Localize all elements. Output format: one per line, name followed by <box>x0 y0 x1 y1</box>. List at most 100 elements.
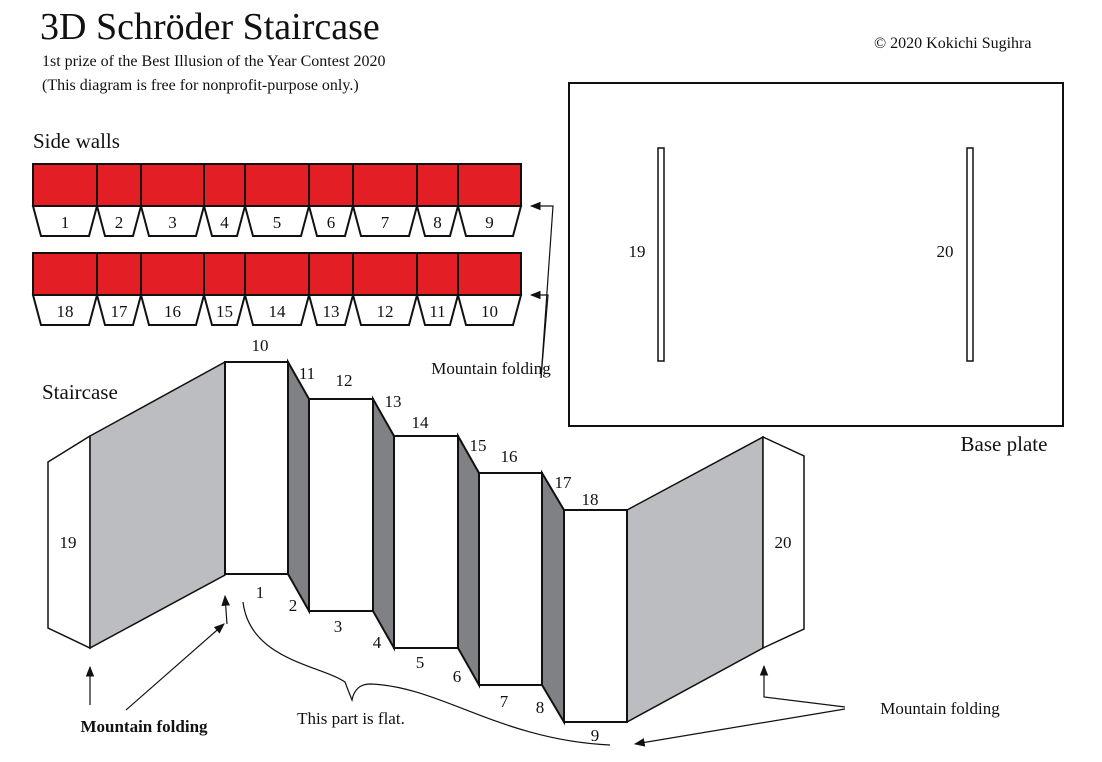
riser-3 <box>457 432 480 689</box>
top-tab-label-6: 6 <box>327 213 336 232</box>
riser-4 <box>541 469 565 726</box>
top-tab-label-2: 2 <box>115 213 124 232</box>
stair-label-top-11: 11 <box>299 364 315 383</box>
stair-label-bottom-8: 8 <box>536 698 545 717</box>
stair-label-bottom-7: 7 <box>500 692 509 711</box>
bottom-tab-13 <box>307 294 355 326</box>
bottom-wall-16 <box>140 252 205 296</box>
side-walls-heading: Side walls <box>33 129 120 153</box>
bottom-wall-18 <box>32 252 98 296</box>
bottom-wall-14 <box>244 252 310 296</box>
bottom-tab-label-12: 12 <box>377 302 394 321</box>
tread-2 <box>308 398 374 612</box>
stair-label-top-13: 13 <box>385 392 402 411</box>
top-tab-label-1: 1 <box>61 213 70 232</box>
staircase-fold-note-left: Mountain folding <box>80 717 208 736</box>
bottom-tab-16 <box>139 294 206 326</box>
tread-4 <box>478 472 543 686</box>
bottom-tab-12 <box>351 294 419 326</box>
stair-label-bottom-4: 4 <box>373 633 382 652</box>
bottom-wall-15 <box>203 252 246 296</box>
stair-label-top-12: 12 <box>336 371 353 390</box>
top-tab-4 <box>202 205 247 237</box>
top-tab-3 <box>139 205 206 237</box>
top-tab-label-7: 7 <box>381 213 390 232</box>
slot-label-20: 20 <box>937 242 954 261</box>
tread-5 <box>563 509 628 723</box>
fold-arrow-top-strip <box>529 201 554 379</box>
bottom-tab-17 <box>95 294 143 326</box>
staircase-fold-note-right: Mountain folding <box>880 699 1000 718</box>
stair-label-top-16: 16 <box>501 447 518 466</box>
bottom-tab-label-15: 15 <box>216 302 233 321</box>
bottom-wall-17 <box>96 252 142 296</box>
base-plate-caption: Base plate <box>961 432 1048 456</box>
top-wall-4 <box>203 163 246 207</box>
bottom-wall-12 <box>352 252 418 296</box>
bottom-tab-label-11: 11 <box>429 302 445 321</box>
base-plate-slot-right <box>966 147 974 362</box>
flat-part-brace <box>242 601 611 746</box>
bottom-tab-15 <box>202 294 247 326</box>
top-tab-label-4: 4 <box>220 213 229 232</box>
stair-label-bottom-3: 3 <box>334 617 343 636</box>
fold-arrow-step-left-tip <box>221 594 231 625</box>
bottom-wall-13 <box>308 252 354 296</box>
bottom-tab-label-16: 16 <box>164 302 181 321</box>
page-title: 3D Schröder Staircase <box>40 6 380 48</box>
riser-1 <box>287 358 310 615</box>
top-wall-2 <box>96 163 142 207</box>
wing-right <box>626 435 764 724</box>
top-tab-6 <box>307 205 355 237</box>
copyright-notice: © 2020 Kokichi Sugihra <box>874 35 1032 52</box>
usage-note: (This diagram is free for nonprofit-purp… <box>42 77 359 94</box>
top-wall-8 <box>416 163 459 207</box>
fold-arrow-end-right <box>759 664 846 708</box>
bottom-tab-label-18: 18 <box>57 302 74 321</box>
bottom-tab-10 <box>456 294 523 326</box>
stair-label-bottom-9: 9 <box>591 726 600 745</box>
flat-part-note: This part is flat. <box>297 709 405 728</box>
top-wall-9 <box>457 163 522 207</box>
tread-3 <box>393 435 459 649</box>
base-plate-slot-left <box>657 147 665 362</box>
bottom-tab-14 <box>243 294 311 326</box>
top-tab-label-5: 5 <box>273 213 282 232</box>
bottom-tab-label-13: 13 <box>323 302 340 321</box>
page-subtitle: 1st prize of the Best Illusion of the Ye… <box>42 53 386 70</box>
end-label-20: 20 <box>775 533 792 552</box>
fold-arrow-step-left <box>125 623 225 711</box>
top-tab-9 <box>456 205 523 237</box>
top-wall-1 <box>32 163 98 207</box>
stair-label-top-14: 14 <box>412 413 430 432</box>
riser-2 <box>372 395 395 652</box>
end-label-19: 19 <box>60 533 77 552</box>
top-tab-2 <box>95 205 143 237</box>
side-walls-fold-note: Mountain folding <box>431 359 551 378</box>
bottom-tab-label-10: 10 <box>481 302 498 321</box>
bottom-tab-11 <box>415 294 460 326</box>
top-tab-8 <box>415 205 460 237</box>
top-tab-label-8: 8 <box>433 213 442 232</box>
wing-left <box>89 360 226 650</box>
fold-arrow-bottom-strip <box>529 290 549 379</box>
top-wall-6 <box>308 163 354 207</box>
bottom-wall-11 <box>416 252 459 296</box>
stair-label-top-15: 15 <box>470 436 487 455</box>
stair-label-bottom-1: 1 <box>256 583 265 602</box>
stair-label-top-10: 10 <box>252 336 269 355</box>
stair-label-bottom-2: 2 <box>289 596 298 615</box>
bottom-tab-label-17: 17 <box>111 302 129 321</box>
stair-label-bottom-6: 6 <box>453 667 462 686</box>
stair-label-top-18: 18 <box>582 490 599 509</box>
top-tab-5 <box>243 205 311 237</box>
staircase-heading: Staircase <box>42 380 118 404</box>
stair-label-bottom-5: 5 <box>416 653 425 672</box>
bottom-wall-10 <box>457 252 522 296</box>
top-wall-5 <box>244 163 310 207</box>
end-tab-right <box>762 435 805 650</box>
